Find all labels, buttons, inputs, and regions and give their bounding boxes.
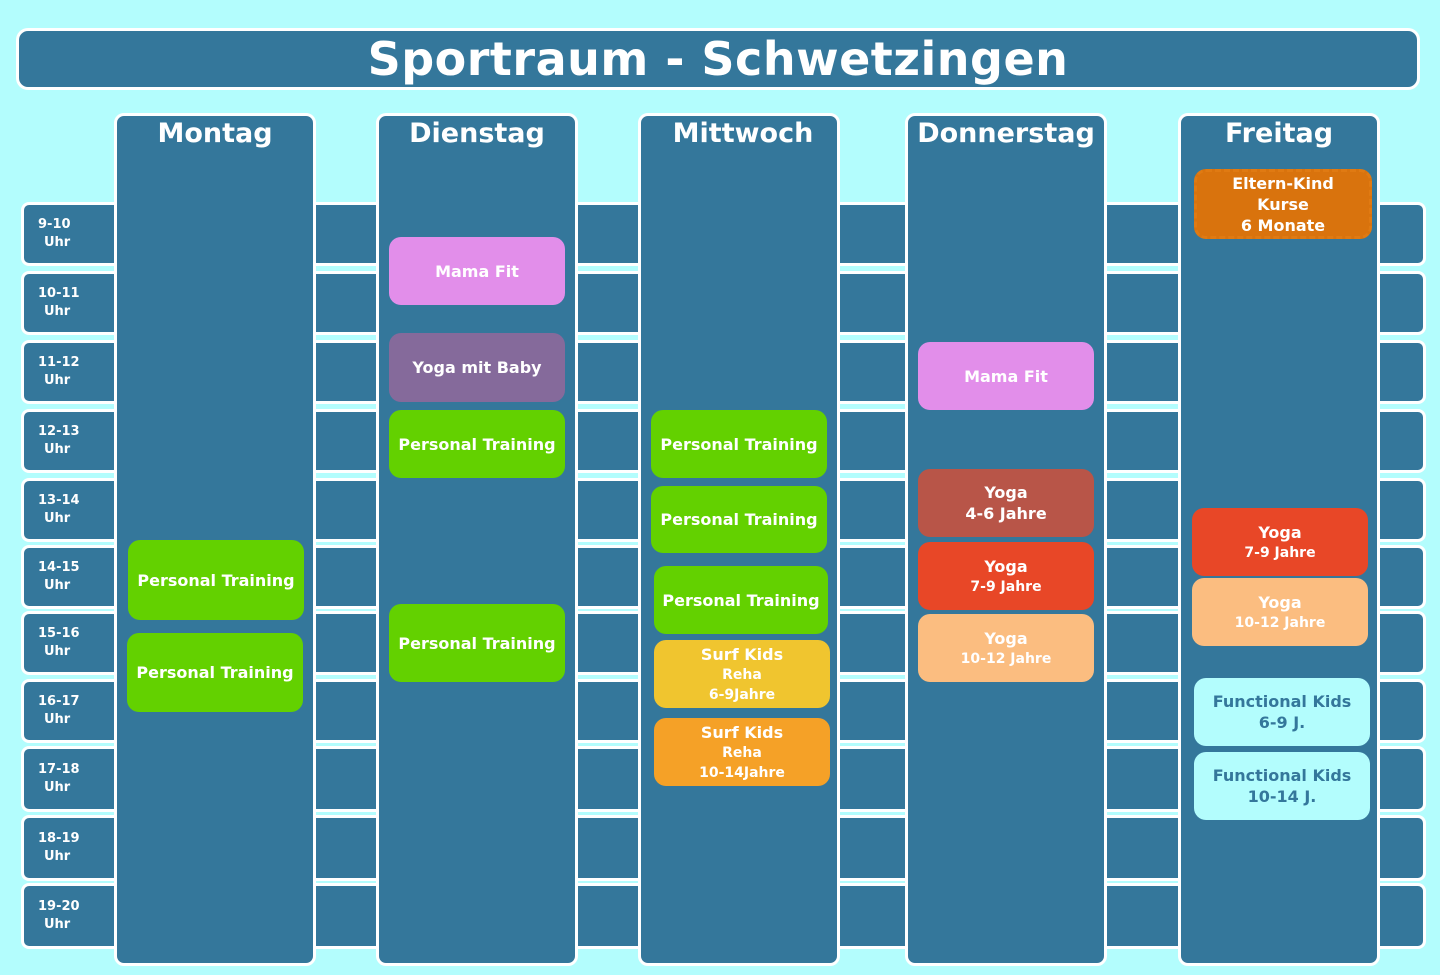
day-header: Dienstag <box>409 118 545 149</box>
event-mama-fit[interactable]: Mama Fit <box>918 342 1094 410</box>
event-personal-training[interactable]: Personal Training <box>128 540 304 620</box>
event-personal-training[interactable]: Personal Training <box>389 604 565 682</box>
day-header: Donnerstag <box>917 118 1095 149</box>
event-personal-training[interactable]: Personal Training <box>651 486 827 553</box>
day-header: Montag <box>157 118 273 149</box>
day-column-donnerstag <box>905 113 1107 966</box>
event-personal-training[interactable]: Personal Training <box>389 410 565 478</box>
day-column-montag <box>114 113 316 966</box>
day-header: Freitag <box>1224 118 1334 149</box>
event-personal-training[interactable]: Personal Training <box>654 566 828 634</box>
event-mama-fit[interactable]: Mama Fit <box>389 237 565 305</box>
page-title-bar: Sportraum - Schwetzingen <box>16 28 1420 90</box>
day-header: Mittwoch <box>672 118 814 149</box>
event-personal-training[interactable]: Personal Training <box>651 410 827 478</box>
event-yoga-mit-baby[interactable]: Yoga mit Baby <box>389 333 565 402</box>
event-personal-training[interactable]: Personal Training <box>127 633 303 712</box>
page-title: Sportraum - Schwetzingen <box>367 32 1069 86</box>
